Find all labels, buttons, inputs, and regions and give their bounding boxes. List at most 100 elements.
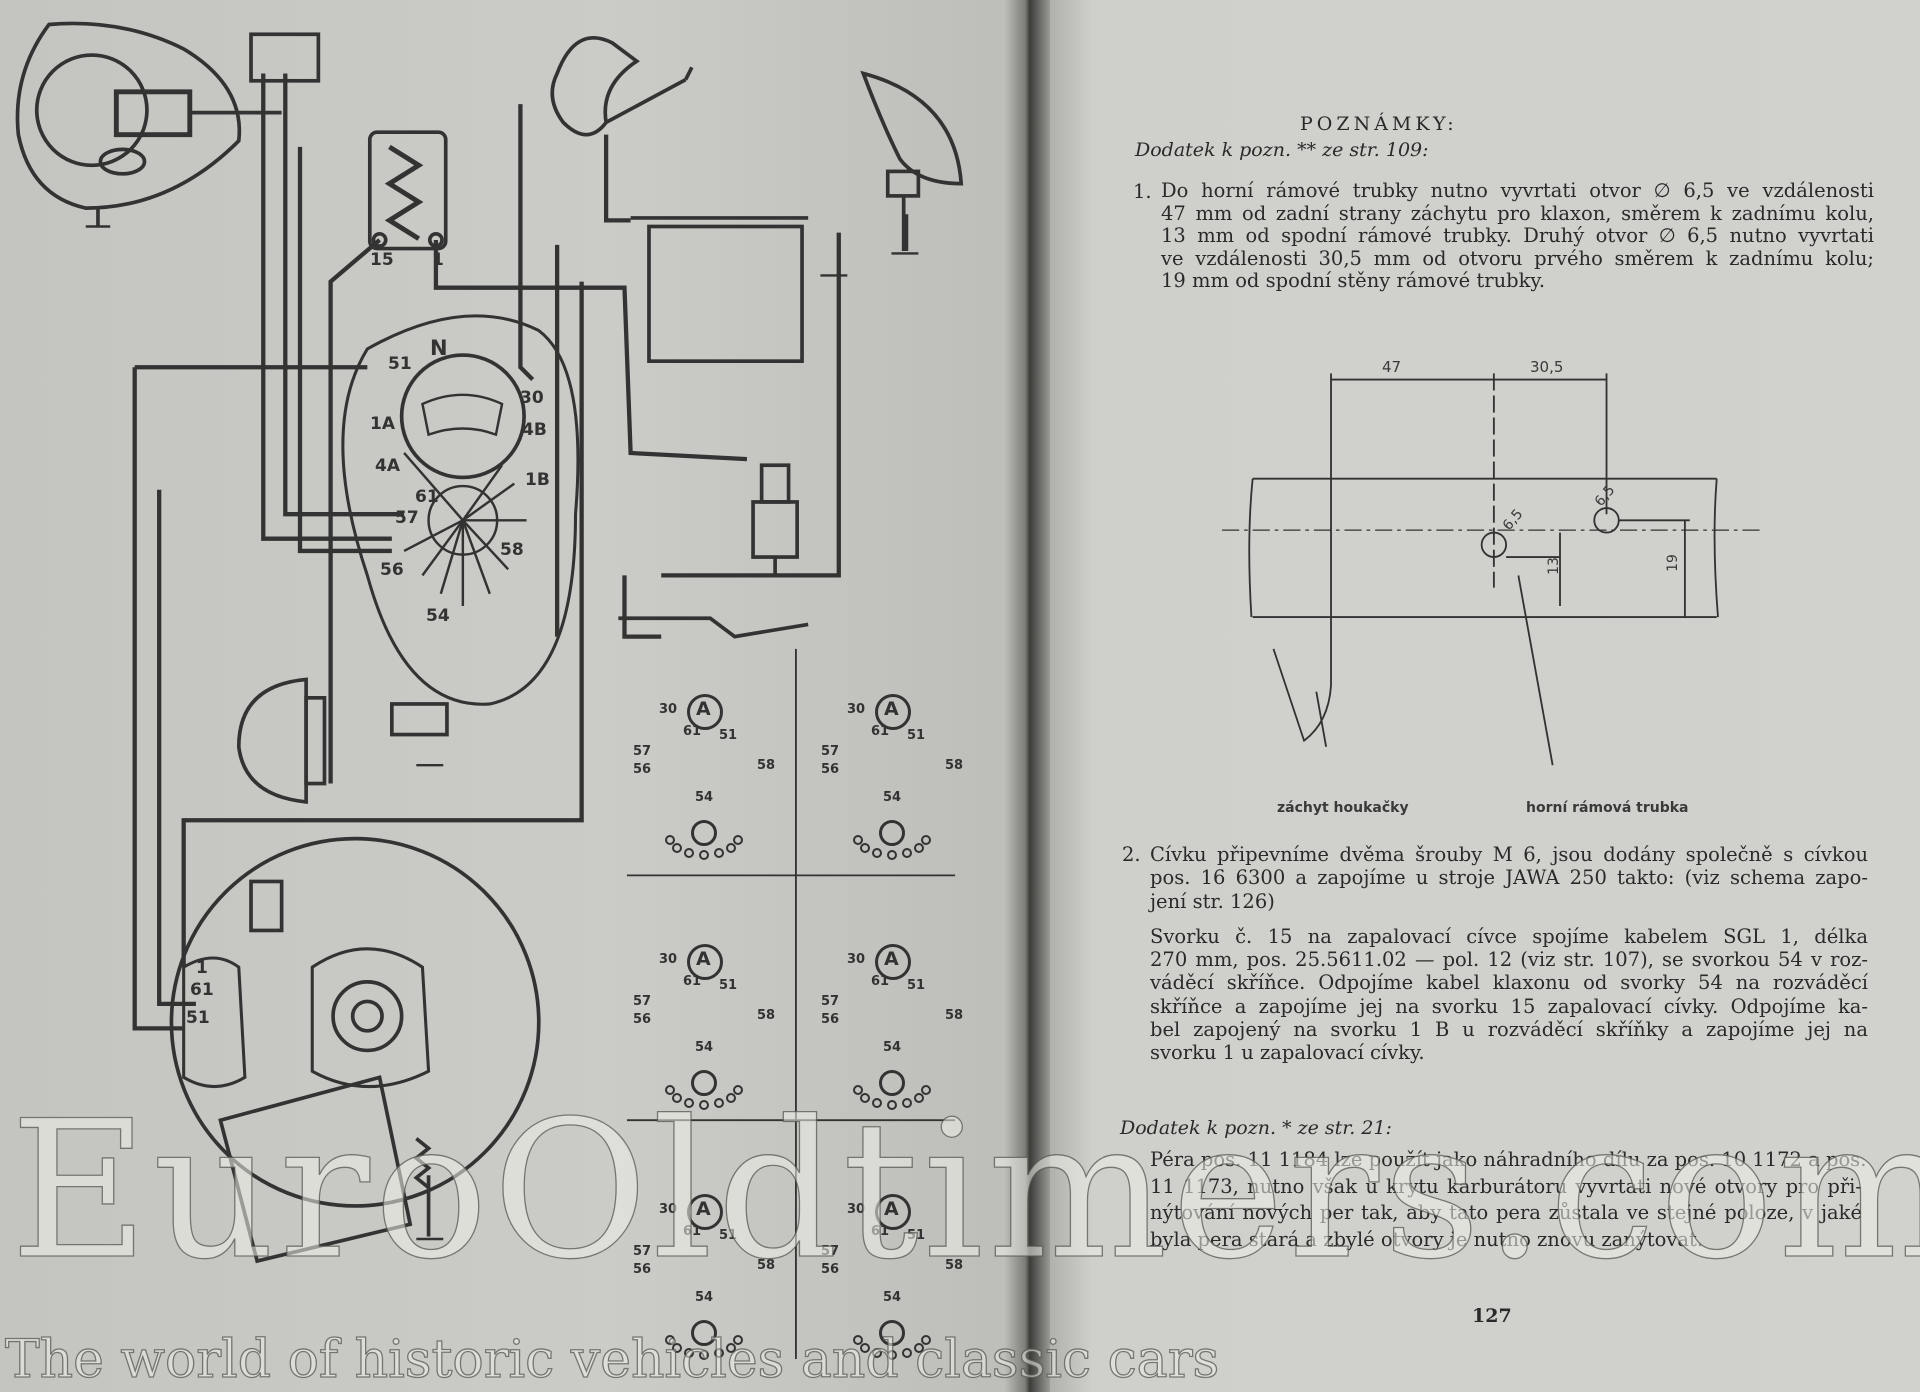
note-1-number: 1. [1133,180,1152,203]
switch-contact-dot-icon [725,1092,736,1103]
switch-position-terminal-t54: 54 [883,790,902,805]
section-heading-1: Dodatek k pozn. ** ze str. 109: [1135,139,1429,161]
right-page [1040,0,1920,1392]
switch-position-terminal-t58: 58 [757,758,776,773]
switch-contact-dot-icon [725,1342,736,1353]
watermark-tagline: The world of historic vehicles and class… [4,1329,1220,1390]
switch-contact-dot-icon [699,850,709,860]
switch-position-terminal-t30: 30 [847,952,866,967]
switch-position-terminal-ammeter: A [884,948,899,970]
note-1-line: 19 mm od spodní stěny rámové trubky. [1161,269,1546,293]
switch-contact-dot-icon [913,1342,924,1353]
note-2-line: skříňce a zapojíme jej na svorku 15 zapa… [1150,994,1868,1018]
note-1-line: Do horní rámové trubky nutno vyvrtati ot… [1161,179,1874,202]
switch-dial-icon [691,820,717,846]
switch-contact-dot-icon [860,1092,871,1103]
battery-icon [647,224,804,363]
switch-contact-dot-icon [913,1092,924,1103]
coil-terminal-15: 15 [370,250,394,270]
switch-contact-dot-icon [672,842,683,853]
switch-contact-dot-icon [713,848,724,859]
switch-position-terminal-t51: 51 [719,728,738,743]
switch-position-terminal-ammeter: A [696,698,711,720]
terminal-54: 54 [426,606,450,626]
switch-position-terminal-t61: 61 [871,1224,890,1239]
switch-contact-dot-icon [672,1092,683,1103]
switch-dial-icon [879,820,905,846]
switch-dial-icon [691,1070,717,1096]
note-2-line: Cívku připevníme dvěma šrouby M 6, jsou … [1150,843,1868,866]
switch-position-terminal-t51: 51 [907,978,926,993]
terminal-N: N [430,336,448,360]
switch-contact-dot-icon [699,1100,709,1110]
terminal-1B: 1B [525,470,550,490]
switch-position-terminal-t54: 54 [883,1040,902,1055]
note-3-line: 11 1173, nutno však u krytu karburátoru … [1150,1174,1862,1198]
note-2-line: bel zapojený na svorku 1 B u rozváděcí s… [1150,1018,1868,1042]
switch-position-terminal-t56: 56 [821,1012,840,1027]
magneto-terminal-61: 61 [190,980,214,1000]
switch-contact-dot-icon [733,1334,744,1345]
ignition-coil-icon [367,130,448,251]
switch-position-terminal-t30: 30 [847,1202,866,1217]
switch-contact-dot-icon [901,848,912,859]
switch-position-terminal-t54: 54 [695,1040,714,1055]
switch-position-terminal-t57: 57 [821,1244,840,1259]
note-1: Do horní rámové trubky nutno vyvrtati ot… [1161,179,1874,293]
switch-icon [550,36,640,137]
switch-contact-dot-icon [684,848,695,859]
switch-position-terminal-t56: 56 [633,1262,652,1277]
switch-position-terminal-t58: 58 [945,1258,964,1273]
switch-position-terminal-t30: 30 [847,702,866,717]
switch-contact-dot-icon [860,1342,871,1353]
switch-contact-dot-icon [713,1098,724,1109]
dynamo-icon [169,836,541,1264]
switch-position-terminal-t51: 51 [719,978,738,993]
dimension-19: 19 [1664,554,1681,572]
ammeter-symbol-icon [687,944,723,980]
headlamp-icon [15,21,282,227]
note-1-line: ve vzdálenosti 30,5 mm od otvoru prvého … [1161,246,1874,270]
terminal-58: 58 [500,540,524,560]
switch-position-terminal-t57: 57 [633,1244,652,1259]
note-2-line: svorku 1 u zapalovací cívky. [1150,1041,1425,1065]
frame-tube-drawing [1222,373,1764,766]
switch-position-terminal-t57: 57 [633,744,652,759]
switch-position-terminal-t56: 56 [821,1262,840,1277]
switch-position-terminal-t54: 54 [695,790,714,805]
switch-position-terminal-t51: 51 [719,1228,738,1243]
switch-position-terminal-t61: 61 [871,724,890,739]
switch-contact-dot-icon [887,1350,897,1360]
horn-icon [236,677,449,804]
note-2-line: jení str. 126) [1150,889,1275,913]
switch-position-terminal-ammeter: A [696,948,711,970]
switch-position-terminal-t61: 61 [683,724,702,739]
switch-contact-dot-icon [921,1334,932,1345]
switch-contact-dot-icon [887,1100,897,1110]
spark-plug-icon [751,463,799,576]
switch-contact-dot-icon [664,834,675,845]
magneto-terminal-51: 51 [186,1008,210,1028]
switch-contact-dot-icon [901,1098,912,1109]
ammeter-icon [399,353,526,480]
switch-position-terminal-t30: 30 [659,1202,678,1217]
switch-position-terminal-t58: 58 [945,758,964,773]
switch-position-terminal-t58: 58 [757,1258,776,1273]
switch-contact-dot-icon [852,1334,863,1345]
switch-position-terminal-t56: 56 [633,1012,652,1027]
switch-position-terminal-t54: 54 [695,1290,714,1305]
switchbox-outline [341,314,580,706]
note-2-line: 270 mm, pos. 25.5611.02 — pol. 12 (viz s… [1150,948,1868,972]
note-2-line: Svorku č. 15 na zapalovací cívce spojíme… [1150,924,1868,948]
switch-position-terminal-ammeter: A [884,1198,899,1220]
page-number: 127 [1472,1305,1512,1327]
contact-breaker-icon [618,616,809,639]
notes-title: POZNÁMKY: [1300,113,1458,135]
ground-icons [85,225,919,1241]
switch-position-terminal-ammeter: A [696,1198,711,1220]
switch-contact-dot-icon [887,850,897,860]
terminal-4A: 4A [375,456,400,476]
switch-position-terminal-t30: 30 [659,952,678,967]
label-upper-frame-tube: horní rámová trubka [1526,800,1689,816]
terminal-57: 57 [395,508,419,528]
